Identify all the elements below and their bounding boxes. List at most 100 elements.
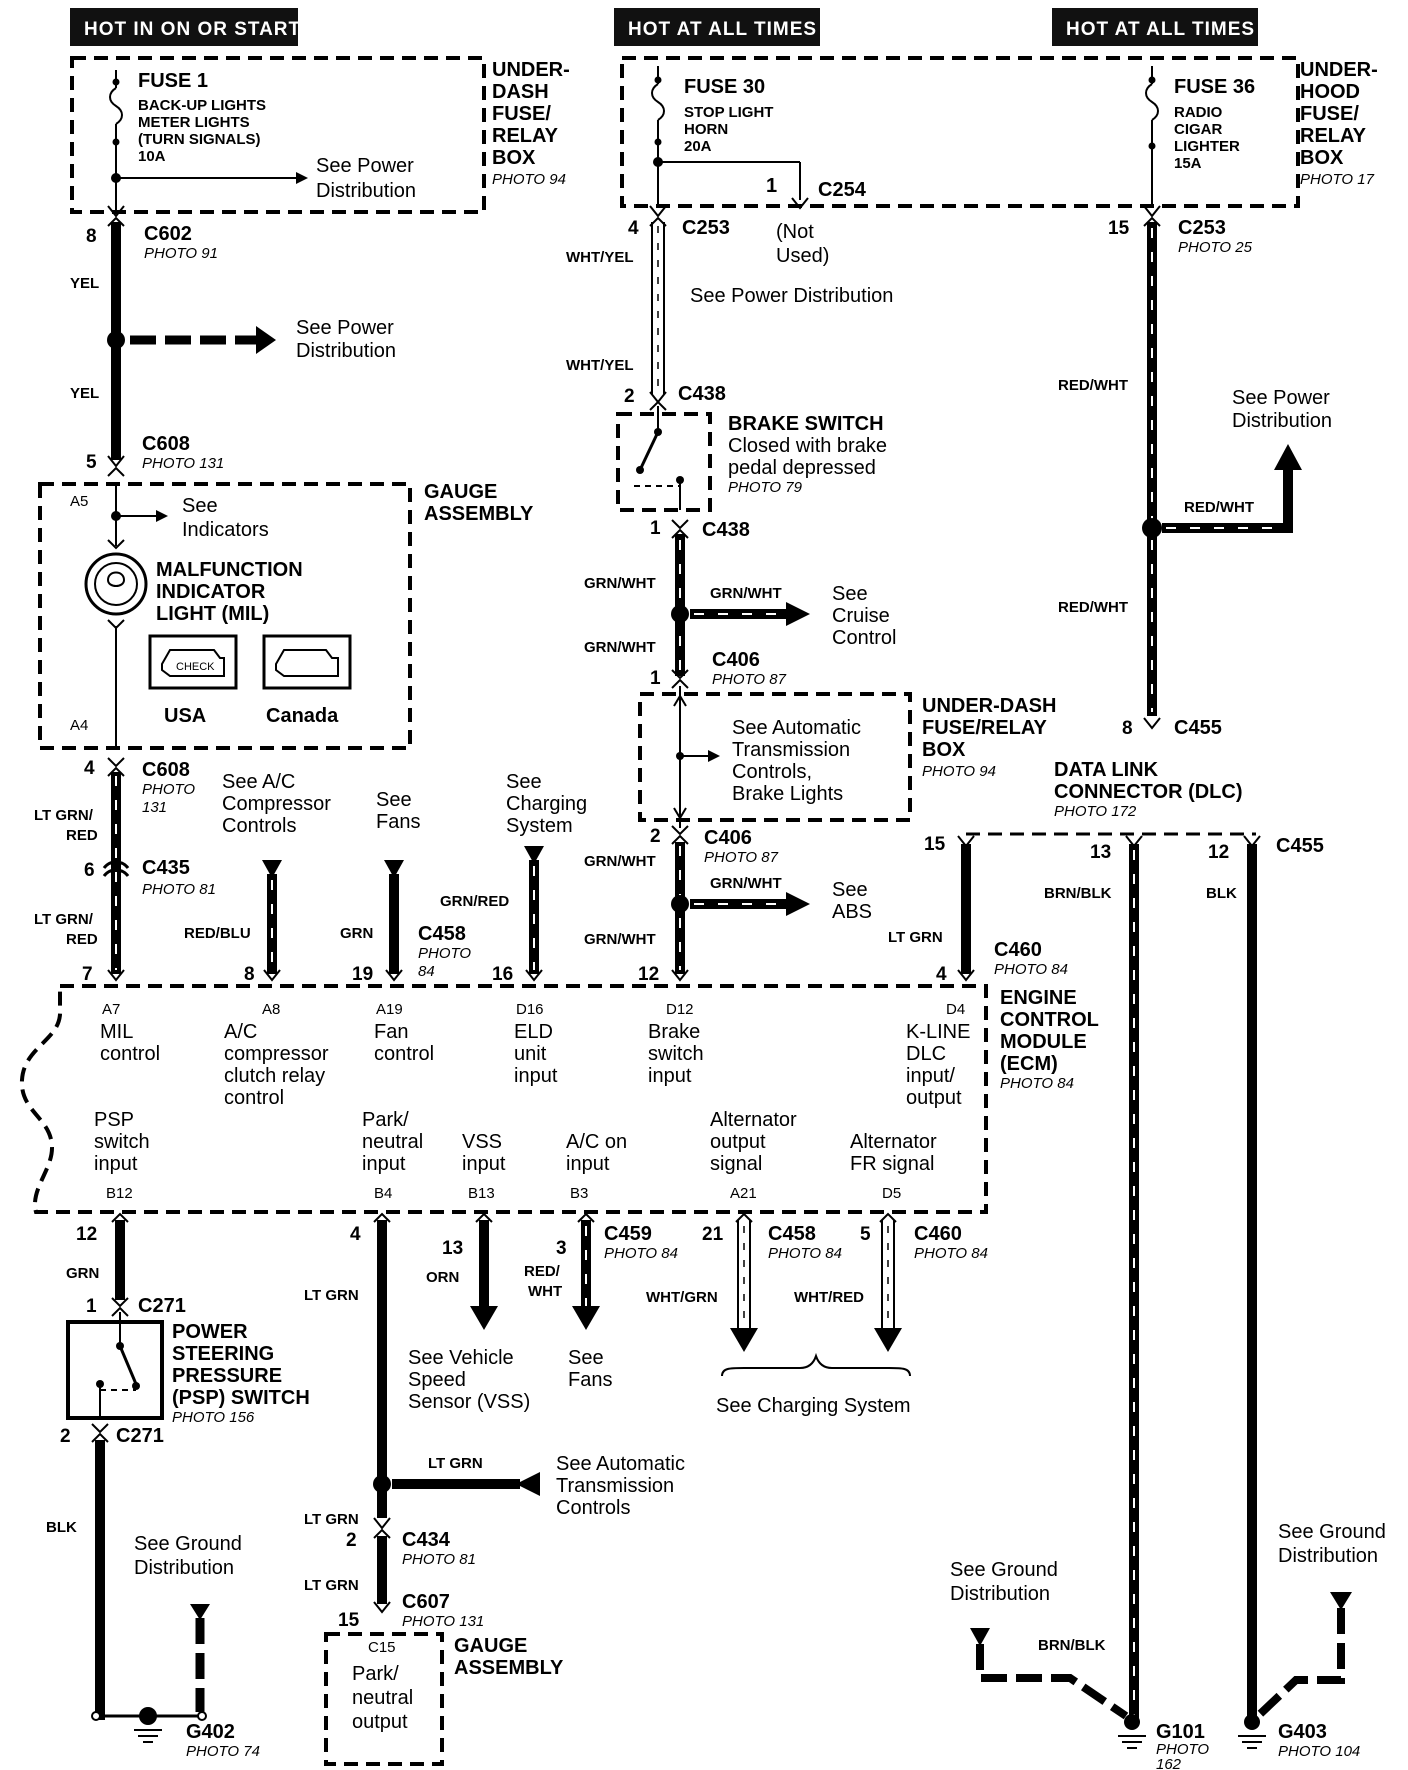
gauge-canada: Canada xyxy=(266,705,339,727)
underdash-box-top-title3: FUSE/ xyxy=(492,103,551,125)
c608a-photo: PHOTO 131 xyxy=(142,455,224,472)
c435-name: C435 xyxy=(142,857,190,879)
header-hot-always-1: HOT AT ALL TIMES xyxy=(614,8,820,46)
wire-ltgrn-b4-label: LT GRN xyxy=(304,1287,359,1304)
ecm-b12-l2: switch xyxy=(94,1131,150,1153)
c438b-pin: 1 xyxy=(650,518,661,539)
ecm-pin-a7: A7 MIL control xyxy=(100,1001,160,1065)
ecm-top-pin-4: 4 xyxy=(936,964,947,985)
ecm-pin-b3: A/C on input B3 xyxy=(566,1131,627,1202)
see-power-mid: See Power Distribution xyxy=(690,285,893,307)
wire-brnblk-label-1: BRN/BLK xyxy=(1044,885,1112,902)
c458b-name: C458 xyxy=(768,1223,816,1245)
ref-fans-top-1: See xyxy=(376,789,412,811)
ref-ground-2a: See Ground xyxy=(950,1559,1058,1581)
gauge-bottom-title1: GAUGE xyxy=(454,1635,527,1657)
wire-wht-grn xyxy=(730,1220,758,1352)
fuse-30-name: FUSE 30 xyxy=(684,76,765,98)
ref-ac-1: See A/C xyxy=(222,771,295,793)
c607-name: C607 xyxy=(402,1591,450,1613)
c458b-photo: PHOTO 84 xyxy=(768,1245,842,1262)
c607-connector xyxy=(373,1601,391,1614)
ecm-bottom-pin-terminals xyxy=(111,1212,897,1223)
ecm-b12-l3: input xyxy=(94,1153,138,1175)
ecm-bottom-pin-12: 12 xyxy=(76,1224,97,1245)
c607-pin: 15 xyxy=(338,1610,360,1631)
see-power-left-1: See Power xyxy=(296,317,394,339)
ecm-a7-l1: MIL xyxy=(100,1021,133,1043)
see-power-left-2: Distribution xyxy=(296,340,396,362)
psp-title2: STEERING xyxy=(172,1343,274,1365)
fuse-1-line1: BACK-UP LIGHTS xyxy=(138,97,266,114)
c438a-connector xyxy=(649,391,667,411)
c608b-photo1: PHOTO xyxy=(142,781,195,798)
mil-title3: LIGHT (MIL) xyxy=(156,603,269,625)
c459-name: C459 xyxy=(604,1223,652,1245)
ref-ground-1b: Distribution xyxy=(134,1557,234,1579)
ref-ground-1a: See Ground xyxy=(134,1533,242,1555)
c602-name: C602 xyxy=(144,223,192,245)
gauge-bottom-t2: neutral xyxy=(352,1687,413,1709)
ecm-d16-l3: input xyxy=(514,1065,558,1087)
c602-pin: 8 xyxy=(86,226,97,247)
fuse-30-rating: 20A xyxy=(684,138,712,155)
underdash-mid-title2: FUSE/RELAY xyxy=(922,717,1048,739)
c253b-name: C253 xyxy=(1178,217,1226,239)
c434-name: C434 xyxy=(402,1529,451,1551)
ecm-b12-l1: PSP xyxy=(94,1109,134,1131)
c434-photo: PHOTO 81 xyxy=(402,1551,476,1568)
c271b-name: C271 xyxy=(116,1425,164,1447)
c438b-connector xyxy=(671,519,689,539)
c608b-connector xyxy=(107,757,125,777)
fuse-36-rating: 15A xyxy=(1174,155,1202,172)
c458a-photo2: 84 xyxy=(418,963,435,980)
c254-name: C254 xyxy=(818,179,867,201)
ecm-bottom-pin-3: 3 xyxy=(556,1238,567,1259)
c271b-connector xyxy=(91,1423,109,1443)
ecm-a21-l3: signal xyxy=(710,1153,762,1175)
c435-photo: PHOTO 81 xyxy=(142,881,216,898)
fuse-30-line1: STOP LIGHT xyxy=(684,104,773,121)
ecm-top-pin-7: 7 xyxy=(82,964,93,985)
c406a-photo: PHOTO 87 xyxy=(712,671,787,688)
fuse-30-line2: HORN xyxy=(684,121,728,138)
gauge-bottom-t1: Park/ xyxy=(352,1663,399,1685)
wire-redwht-b3-a: RED/ xyxy=(524,1263,561,1280)
gauge-pin-a5: A5 xyxy=(70,493,88,510)
gauge-usa: USA xyxy=(164,705,206,727)
ecm-pin-d12: D12 Brake switch input xyxy=(648,1001,704,1087)
gauge-bottom-t3: output xyxy=(352,1711,408,1733)
c406b-photo: PHOTO 87 xyxy=(704,849,779,866)
ref-fans-bottom-1: See xyxy=(568,1347,604,1369)
ecm-title1: ENGINE xyxy=(1000,987,1077,1009)
ecm-d12-l1: Brake xyxy=(648,1021,700,1043)
header-hot-run-start-text: HOT IN ON OR START xyxy=(84,19,301,40)
wire-ltgrn-c607-label: LT GRN xyxy=(304,1577,359,1594)
psp-title4: (PSP) SWITCH xyxy=(172,1387,310,1409)
ecm-a8-l4: control xyxy=(224,1087,284,1109)
c406b-name: C406 xyxy=(704,827,752,849)
ecm-top-pin-terminals xyxy=(107,969,975,982)
charging-brace xyxy=(721,1352,911,1377)
wire-redblu-label: RED/BLU xyxy=(184,925,251,942)
ecm-top-pin-12: 12 xyxy=(638,964,659,985)
wire-redwht-b3-b: WHT xyxy=(528,1283,562,1300)
wire-ltgrn-atc-label: LT GRN xyxy=(428,1455,483,1472)
wire-ltgrn-c434-label: LT GRN xyxy=(304,1511,359,1528)
wire-ltgrnred-2b: RED xyxy=(66,931,98,948)
ref-atc-1: See Automatic xyxy=(556,1453,685,1475)
ecm-pin-d4: D4 K-LINE DLC input/ output xyxy=(906,1001,970,1109)
splice-redwht xyxy=(1142,518,1162,538)
ecm-bottom-pin-5: 5 xyxy=(860,1224,871,1245)
dlc-title1: DATA LINK xyxy=(1054,759,1159,781)
see-power-right-2: Distribution xyxy=(1232,410,1332,432)
not-used-1: (Not xyxy=(776,221,814,243)
gauge-assembly-top xyxy=(38,482,412,750)
ref-charging-top-1: See xyxy=(506,771,542,793)
mil-title2: INDICATOR xyxy=(156,581,266,603)
c438b-name: C438 xyxy=(702,519,750,541)
underdash-mid-photo: PHOTO 94 xyxy=(922,763,996,780)
ref-ac-2: Compressor xyxy=(222,793,331,815)
ecm-title4: (ECM) xyxy=(1000,1053,1058,1075)
ecm-pin-a21: Alternator output signal A21 xyxy=(710,1109,797,1202)
